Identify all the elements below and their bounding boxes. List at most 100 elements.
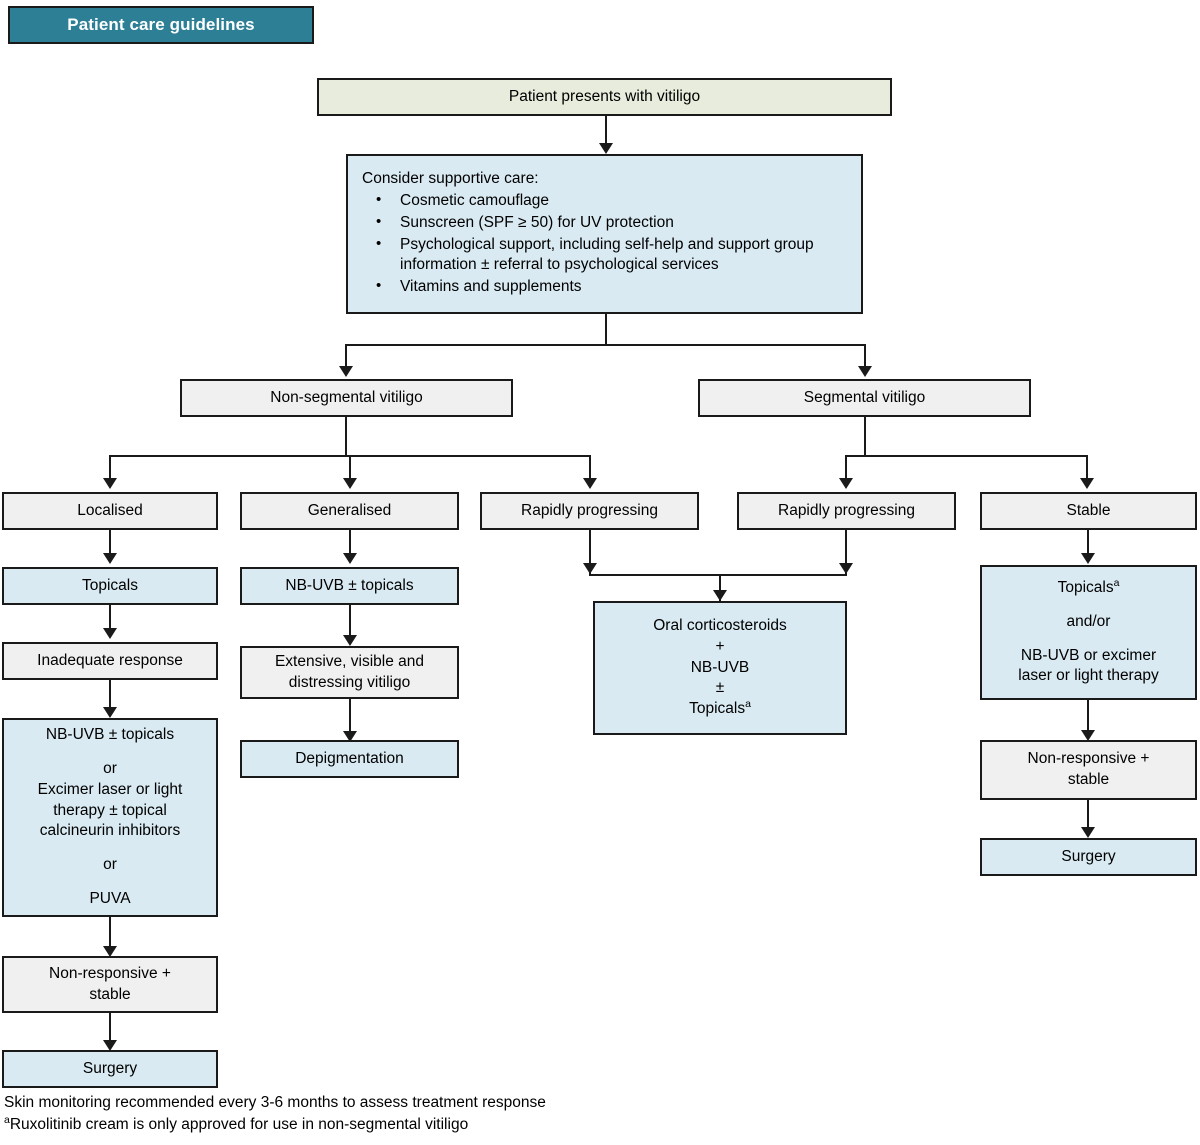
arrowhead-nonresponsive-to-surgery-right [1081,827,1095,838]
node-rapidly-progressing-segmental-label: Rapidly progressing [778,501,915,519]
extensive-line-1: Extensive, visible and [274,652,425,670]
node-non-responsive-left-content: Non-responsive + stable [10,964,210,1006]
node-supportive-care: Consider supportive care: Cosmetic camou… [346,154,863,314]
topicals-a-line-3: NB-UVB or excimer [1020,646,1157,664]
arrowhead-nonresponsive-to-surgery-left [103,1040,117,1051]
oral-cs-line-5-text: Topicals [689,700,746,718]
connector-inadequate-to-nbuvb-or [109,680,111,710]
node-nbuvb-topicals: NB-UVB ± topicals [240,567,459,605]
footnote-line-2: aRuxolitinib cream is only approved for … [4,1114,904,1136]
topicals-a-line-4: laser or light therapy [1018,667,1159,685]
node-surgery-left: Surgery [2,1050,218,1088]
arrowhead-nbuvb-or-to-nonresponsive-left [103,946,117,957]
supportive-care-bullets: Cosmetic camouflage Sunscreen (SPF ≥ 50)… [360,190,849,299]
topicals-a-line-1-text: Topicals [1057,578,1114,596]
footnote-line-2-text: Ruxolitinib cream is only approved for u… [9,1116,469,1134]
spacer [10,876,210,889]
nonresp-right-line-1: Non-responsive + [1027,750,1150,768]
connector-rapid-s-down [845,530,847,575]
node-non-responsive-stable-right: Non-responsive + stable [980,740,1197,800]
node-surgery-left-label: Surgery [82,1059,138,1077]
supportive-care-title: Consider supportive care: [362,169,539,187]
nbuvb-or-line-1: NB-UVB ± topicals [45,725,175,743]
arrowhead-inadequate-to-nbuvb-or [103,707,117,718]
spacer [10,746,210,759]
connector-to-segmental [864,344,866,369]
node-rapidly-progressing-nonsegmental-label: Rapidly progressing [521,501,658,519]
node-nbuvb-or-content: NB-UVB ± topicals or Excimer laser or li… [10,725,210,910]
node-topicals: Topicals [2,567,218,605]
connector-nonresponsive-to-surgery-right [1087,800,1089,830]
node-localised: Localised [2,492,218,530]
connector-supportive-down [605,314,607,345]
connector-to-generalised [349,455,351,481]
nonresp-left-line-2: stable [89,985,131,1003]
footnote-marker-a: a [745,698,751,711]
nbuvb-or-line-3: Excimer laser or light [37,780,183,798]
node-stable: Stable [980,492,1197,530]
node-depigmentation: Depigmentation [240,740,459,778]
connector-nbuvb-or-to-nonresponsive-left [109,917,111,949]
arrowhead-stable-to-topicals-a [1081,553,1095,564]
node-inadequate-response: Inadequate response [2,642,218,680]
arrowhead-to-nonsegmental [339,366,353,377]
node-oral-corticosteroids-content: Oral corticosteroids + NB-UVB ± Topicals… [601,616,839,721]
node-extensive-content: Extensive, visible and distressing vitil… [248,652,451,694]
node-nbuvb-topicals-label: NB-UVB ± topicals [285,576,414,594]
arrowhead-rapid-s-merge [839,563,853,574]
arrowhead-to-segmental [858,366,872,377]
node-topicals-label: Topicals [82,576,138,594]
connector-to-stable [1086,455,1088,481]
node-stable-label: Stable [1066,501,1111,519]
node-patient-presents: Patient presents with vitiligo [317,78,892,116]
connector-topicals-to-inadequate [109,605,111,631]
arrowhead-generalised-to-nbuvb [343,553,357,564]
node-depigmentation-label: Depigmentation [295,749,404,767]
arrowhead-rapid-ns-merge [583,563,597,574]
arrowhead-to-localised [103,478,117,489]
node-patient-presents-label: Patient presents with vitiligo [508,87,701,105]
list-item: Vitamins and supplements [360,276,849,298]
footnotes: Skin monitoring recommended every 3-6 mo… [4,1092,904,1137]
node-generalised-label: Generalised [307,501,392,519]
oral-cs-line-1: Oral corticosteroids [653,616,787,634]
arrowhead-extensive-to-depigmentation [343,731,357,742]
extensive-line-2: distressing vitiligo [288,673,411,691]
nbuvb-or-line-4: therapy ± topical [53,801,167,819]
connector-generalised-to-nbuvb [349,530,351,556]
node-segmental-vitiligo-label: Segmental vitiligo [803,388,926,406]
arrowhead-localised-to-topicals [103,553,117,564]
connector-topicals-a-to-nonresponsive [1087,700,1089,734]
node-topicals-a-and-or: Topicalsa and/or NB-UVB or excimer laser… [980,565,1197,700]
connector-merge-to-oral-cs [719,574,721,601]
connector-supportive-split [345,344,866,346]
spacer [10,842,210,855]
node-non-segmental-vitiligo-label: Non-segmental vitiligo [270,388,423,406]
node-localised-label: Localised [77,501,143,519]
page-title: Patient care guidelines [67,15,255,34]
node-non-segmental-vitiligo: Non-segmental vitiligo [180,379,513,417]
topicals-a-line-2: and/or [1066,612,1111,630]
connector-to-localised [109,455,111,481]
connector-segmental-split [845,455,1088,457]
oral-cs-line-4: ± [715,679,725,697]
oral-cs-line-3: NB-UVB [690,658,750,676]
node-inadequate-response-label: Inadequate response [37,651,183,669]
connector-localised-to-topicals [109,530,111,556]
arrowhead-to-rapid-segmental [839,478,853,489]
node-oral-corticosteroids: Oral corticosteroids + NB-UVB ± Topicals… [593,601,847,735]
topicals-a-line-1: Topicalsa [988,576,1189,599]
footnote-line-1: Skin monitoring recommended every 3-6 mo… [4,1094,546,1111]
nbuvb-or-line-6: or [103,856,117,874]
node-surgery-right: Surgery [980,838,1197,876]
footnote-marker-a: a [4,1114,10,1127]
footnote-marker-a: a [1113,576,1120,589]
arrowhead-to-stable [1080,478,1094,489]
nonresp-left-line-1: Non-responsive + [49,964,171,982]
list-item: Cosmetic camouflage [360,190,849,212]
nbuvb-or-line-5: calcineurin inhibitors [39,822,181,840]
node-topicals-a-content: Topicalsa and/or NB-UVB or excimer laser… [988,576,1189,688]
arrowhead-to-generalised [343,478,357,489]
node-non-responsive-right-content: Non-responsive + stable [988,749,1189,791]
